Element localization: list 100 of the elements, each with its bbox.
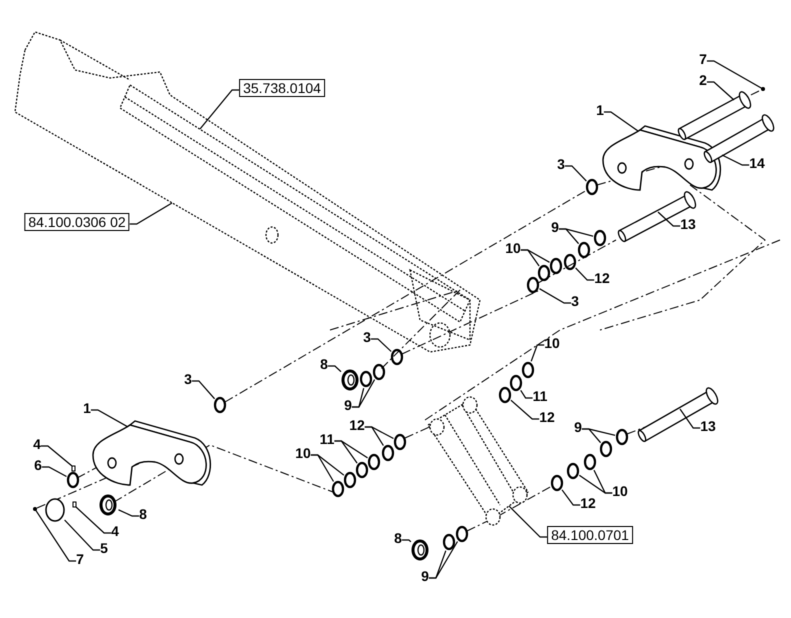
leader-line	[578, 474, 612, 494]
ring	[600, 440, 612, 458]
callout-number: 8	[139, 506, 147, 522]
leader-line	[510, 400, 540, 420]
callout-number: 14	[749, 155, 765, 171]
bracket-plate	[92, 420, 212, 486]
callout-number: 12	[594, 270, 610, 286]
part-number-box: 84.100.0306 02	[24, 213, 130, 231]
leader-line	[604, 111, 638, 132]
leader-line	[118, 509, 140, 517]
boom-drawing	[14, 31, 481, 353]
callout-number: 12	[539, 409, 555, 425]
callout-number: 3	[571, 293, 579, 309]
ring	[526, 276, 540, 294]
callout-number: 3	[557, 156, 565, 172]
leader-line	[520, 390, 533, 399]
callout-number: 13	[680, 216, 696, 232]
callout-number: 7	[76, 551, 84, 567]
leader-line	[40, 445, 72, 466]
callout-number: 9	[551, 219, 559, 235]
leader-line	[370, 338, 392, 352]
callout-number: 10	[295, 445, 311, 461]
leader-line	[539, 288, 572, 304]
seal	[100, 494, 116, 516]
leader-line	[192, 380, 216, 400]
ring	[498, 386, 512, 404]
cap	[45, 498, 65, 522]
ring	[522, 362, 534, 378]
leader-line	[520, 249, 540, 266]
callout-number: 11	[320, 431, 334, 447]
leader-line	[90, 409, 128, 428]
callout-number: 7	[699, 51, 707, 67]
ring	[66, 472, 80, 488]
ring	[550, 258, 562, 274]
callout-number: 1	[596, 102, 604, 118]
callout-number: 12	[580, 495, 596, 511]
ring	[332, 480, 344, 498]
ring	[368, 454, 380, 470]
callout-number: 9	[421, 568, 429, 584]
pin	[678, 91, 752, 140]
callout-number: 10	[544, 335, 560, 351]
ring	[594, 230, 606, 246]
callout-number: 3	[184, 371, 192, 387]
ring	[356, 462, 368, 478]
leader-line	[64, 520, 100, 551]
leader-line	[564, 165, 587, 182]
callout-number: 9	[574, 419, 582, 435]
cotter-pin	[72, 502, 76, 508]
callout-number: 2	[699, 72, 707, 88]
bracket-plate	[602, 125, 722, 191]
ring	[344, 472, 356, 488]
leader-line	[328, 365, 342, 372]
leader-line	[364, 426, 394, 440]
callout-number: 11	[532, 388, 548, 404]
leader-line	[130, 202, 172, 225]
ring	[616, 428, 628, 446]
ring	[584, 454, 596, 470]
leader-line	[706, 60, 763, 90]
leader-line	[575, 267, 594, 281]
seal	[342, 370, 358, 390]
part-number-box: 84.100.0701	[547, 526, 633, 544]
ring	[372, 364, 386, 380]
leader-line	[558, 228, 580, 244]
ring	[550, 474, 564, 492]
callout-number: 8	[320, 356, 328, 372]
seal	[412, 540, 428, 560]
callout-number: 9	[344, 397, 352, 413]
ring	[382, 444, 394, 462]
leader-line	[76, 506, 112, 534]
pin	[638, 387, 718, 442]
ring	[564, 254, 576, 270]
callout-number: 4	[111, 523, 119, 539]
leader-line	[658, 212, 680, 227]
callout-number: 6	[34, 457, 42, 473]
callout-number: 10	[505, 240, 521, 256]
leader-line	[706, 81, 734, 100]
ring	[214, 396, 226, 414]
part-number-box: 35.738.0104	[239, 79, 325, 97]
ring	[360, 370, 372, 388]
callout-number: 5	[100, 540, 108, 556]
ring	[586, 178, 598, 196]
leader-line	[352, 379, 376, 408]
ring	[578, 242, 590, 258]
leader-line	[508, 506, 548, 538]
callout-number: 4	[33, 436, 41, 452]
ring	[538, 264, 550, 282]
leader-line	[34, 509, 76, 562]
callout-number: 8	[394, 530, 402, 546]
leader-line	[200, 89, 240, 130]
cotter-pin	[72, 466, 76, 472]
leader-line	[680, 408, 700, 429]
leader-line	[582, 428, 602, 444]
ring	[456, 526, 468, 542]
ring	[442, 534, 456, 550]
callout-number: 12	[349, 417, 365, 433]
callout-number: 3	[363, 329, 371, 345]
ring	[566, 462, 580, 480]
leader-line	[334, 440, 368, 458]
leader-line	[530, 344, 544, 362]
leader-line	[42, 466, 67, 478]
